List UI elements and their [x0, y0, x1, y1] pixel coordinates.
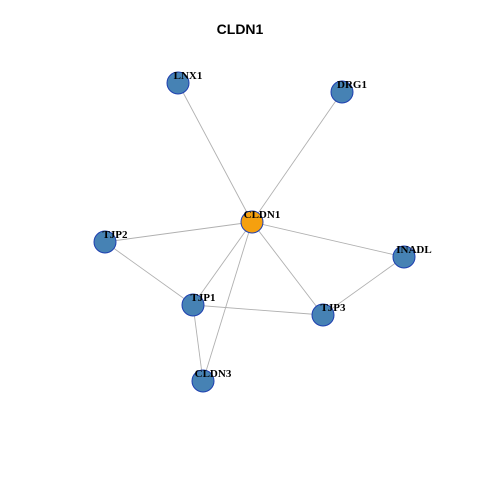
node-label-tjp2: TJP2 — [102, 229, 128, 241]
edge-tjp1-tjp3 — [192, 304, 324, 316]
node-circle-tjp2 — [93, 230, 117, 254]
node-lnx1: LNX1 — [166, 70, 203, 95]
edge-cldn1-drg1 — [251, 91, 343, 223]
node-label-lnx1: LNX1 — [174, 70, 203, 82]
edge-cldn1-tjp3 — [251, 221, 324, 316]
node-label-cldn1: CLDN1 — [244, 209, 281, 221]
edge-cldn1-cldn3 — [202, 221, 253, 382]
node-tjp2: TJP2 — [93, 229, 128, 254]
node-circle-cldn1 — [240, 210, 264, 234]
node-circle-tjp1 — [181, 293, 205, 317]
node-circle-drg1 — [330, 80, 354, 104]
edge-inadl-tjp3 — [322, 256, 405, 316]
node-label-drg1: DRG1 — [337, 79, 367, 91]
node-circle-lnx1 — [166, 71, 190, 95]
node-tjp1: TJP1 — [181, 292, 216, 317]
node-cldn1: CLDN1 — [240, 209, 281, 234]
edge-cldn1-lnx1 — [177, 82, 253, 223]
figure-title: CLDN1 — [216, 21, 264, 37]
edge-tjp2-tjp1 — [104, 241, 194, 306]
edge-tjp1-cldn3 — [192, 304, 204, 382]
node-label-tjp1: TJP1 — [190, 292, 215, 304]
edge-cldn1-tjp2 — [104, 221, 253, 243]
node-label-inadl: INADL — [396, 244, 431, 256]
edge-cldn1-tjp1 — [192, 221, 253, 306]
node-label-cldn3: CLDN3 — [195, 368, 232, 380]
node-drg1: DRG1 — [330, 79, 367, 104]
node-tjp3: TJP3 — [311, 302, 346, 327]
edge-layer — [104, 82, 405, 382]
node-cldn3: CLDN3 — [191, 368, 232, 393]
node-label-tjp3: TJP3 — [320, 302, 346, 314]
edge-cldn1-inadl — [251, 221, 405, 258]
node-circle-tjp3 — [311, 303, 335, 327]
node-circle-cldn3 — [191, 369, 215, 393]
node-circle-inadl — [392, 245, 416, 269]
node-inadl: INADL — [392, 244, 432, 269]
